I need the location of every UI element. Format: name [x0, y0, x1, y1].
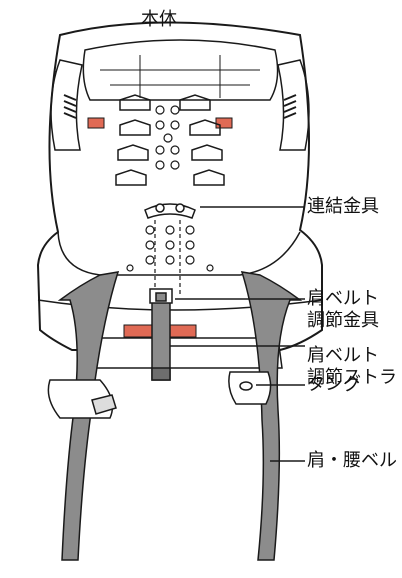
tongue-label: タング — [307, 375, 361, 395]
title-label: 本体 — [141, 10, 177, 30]
shoulder-adjuster-label-1: 肩ベルト — [307, 289, 379, 309]
left-red-clip — [88, 118, 104, 128]
crotch-strap-tip — [152, 368, 170, 380]
right-tongue — [229, 372, 271, 404]
shoulder-adjuster-label-2: 調節金具 — [307, 311, 379, 331]
seat-base — [78, 338, 282, 368]
lap-belt-label: 肩・腰ベル — [307, 451, 397, 471]
shoulder-adjuster — [150, 289, 172, 303]
left-tongue — [48, 380, 116, 418]
connector-label: 連結金具 — [307, 197, 379, 217]
right-red-clip — [216, 118, 232, 128]
shoulder-strap-label-1: 肩ベルト — [307, 346, 379, 366]
